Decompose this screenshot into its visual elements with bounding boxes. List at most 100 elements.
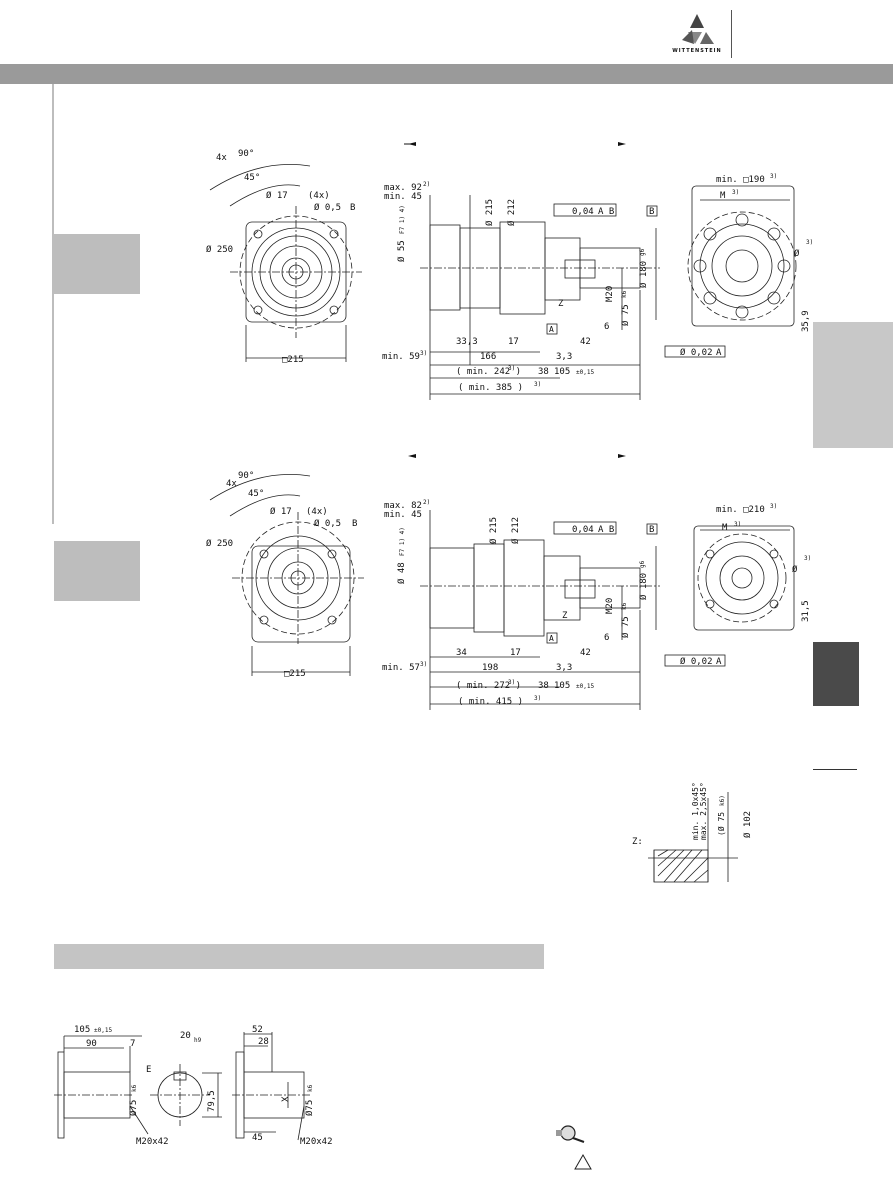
- side-tab-light[interactable]: [813, 322, 893, 448]
- d105: 105: [554, 681, 570, 691]
- left-rule: [52, 84, 54, 524]
- section-header-bar: [54, 944, 544, 969]
- shaft-option-b: 52 28 X Ø75 k6 45 M20x42: [232, 1025, 333, 1147]
- perp-ref: A: [716, 657, 722, 667]
- dia-180-tol: g6: [639, 248, 646, 256]
- d3-3: 3,3: [556, 352, 572, 362]
- brand-logo: [664, 10, 754, 62]
- m20: M20: [605, 598, 615, 614]
- shaft-a-d79-5: 79,5: [207, 1090, 217, 1112]
- shaft-a-d105: 105: [74, 1025, 90, 1035]
- min415-sup: 3): [534, 695, 541, 702]
- min-label: min. 45: [384, 510, 422, 520]
- position-ref: B: [352, 519, 357, 529]
- min190: min. □190: [716, 175, 765, 185]
- dia-212: Ø 212: [510, 517, 521, 544]
- max-label: max. 92: [384, 183, 422, 193]
- position-tol: Ø 0,5: [314, 518, 341, 529]
- m-sup: 3): [734, 521, 741, 528]
- shaft-b-x: X: [281, 1096, 291, 1102]
- d31-5: 31,5: [801, 600, 811, 622]
- dia-215: Ø 215: [484, 199, 495, 226]
- max-sup: 2): [423, 499, 430, 506]
- dia-75: Ø 75: [620, 616, 631, 638]
- d3-3: 3,3: [556, 663, 572, 673]
- detail-dia-102: Ø 102: [742, 811, 753, 838]
- warning-triangle-icon: [574, 1153, 592, 1170]
- datum-a: A: [549, 634, 554, 643]
- shaft-a-e: E: [146, 1065, 151, 1075]
- min272: ( min. 272 ): [456, 681, 521, 691]
- shaft-b-dia-75-tol: k6: [307, 1084, 314, 1092]
- shaft-a-d105-tol: ±0,15: [94, 1027, 112, 1034]
- min272-sup: 3): [508, 679, 515, 686]
- angle-90: 90°: [238, 471, 254, 481]
- pcd: Ø 250: [206, 538, 233, 549]
- drawing-a: 4x 90° 45° Ø 17 (4x) Ø 0,5 B Ø 250 □215 …: [206, 142, 813, 400]
- dia-215: Ø 215: [488, 517, 499, 544]
- d42: 42: [580, 648, 591, 658]
- z-label: Z: [562, 611, 568, 621]
- d166: 166: [480, 352, 496, 362]
- max-sup: 2): [423, 181, 430, 188]
- chamfer-min: min. 1,0x45°: [691, 782, 700, 840]
- hole-count: (4x): [308, 191, 330, 201]
- drawing-b: 4x 90° 45° Ø 17 (4x) Ø 0,5 B Ø 250 □215 …: [206, 454, 811, 710]
- d198: 198: [482, 663, 498, 673]
- side-tab-active[interactable]: [813, 642, 859, 706]
- header-divider: [731, 10, 732, 58]
- bore: Ø 48: [396, 562, 407, 584]
- detail-dia-75: (Ø 75: [716, 812, 726, 836]
- d17: 17: [508, 337, 519, 347]
- shaft-b-thread: M20x42: [300, 1137, 333, 1147]
- min-label: min. 45: [384, 192, 422, 202]
- datum-b: B: [649, 207, 654, 217]
- dia-180-tol: g6: [639, 560, 646, 568]
- d33: 33,3: [456, 337, 478, 347]
- angle-45: 45°: [244, 173, 260, 183]
- angle-4x: 4x: [226, 479, 237, 489]
- shaft-a-thread: M20x42: [136, 1137, 169, 1147]
- bore-tol: F7 1) 4): [399, 527, 406, 556]
- d105-tol: ±0,15: [576, 369, 594, 376]
- dia-75-tol: k6: [621, 602, 628, 610]
- d42: 42: [580, 337, 591, 347]
- d105-tol: ±0,15: [576, 683, 594, 690]
- min210: min. □210: [716, 505, 765, 515]
- pcd: Ø 250: [206, 244, 233, 255]
- detail-z-label: Z:: [632, 837, 643, 847]
- magnifier-icon: [556, 1125, 585, 1143]
- shaft-a-key: 20: [180, 1031, 191, 1041]
- perp-ref: A: [716, 348, 722, 358]
- runout-tol: 0,04: [572, 525, 594, 535]
- min385-sup: 3): [534, 381, 541, 388]
- perp-tol: Ø 0,02: [680, 347, 713, 358]
- d17: 17: [510, 648, 521, 658]
- position-tol: Ø 0,5: [314, 202, 341, 213]
- perp-tol: Ø 0,02: [680, 656, 713, 667]
- m-sup: 3): [732, 189, 739, 196]
- shaft-b-dia-75: Ø75: [304, 1100, 315, 1116]
- d105: 105: [554, 367, 570, 377]
- min190-sup: 3): [770, 173, 777, 180]
- top-bar: [0, 64, 893, 84]
- d6: 6: [604, 322, 609, 332]
- m20: M20: [605, 286, 615, 302]
- side-block-2: [54, 541, 140, 601]
- phi-label: Ø: [792, 564, 798, 575]
- dia-180: Ø 180: [638, 573, 649, 600]
- shaft-b-d52: 52: [252, 1025, 263, 1035]
- shaft-a-dia-75-tol: k6: [131, 1084, 138, 1092]
- shaft-option-a: 105 ±0,15 90 7 20 h9 E 79,5 Ø75 k6 M20x4…: [54, 1025, 222, 1147]
- side-tab-rule: [813, 769, 857, 770]
- bore: Ø 55: [396, 240, 407, 262]
- m-label: M: [722, 523, 728, 533]
- phi-sup: 3): [806, 239, 813, 246]
- phi-label: Ø: [794, 248, 800, 259]
- shaft-b-d28: 28: [258, 1037, 269, 1047]
- shaft-b-d45: 45: [252, 1133, 263, 1143]
- brand-name: WITTENSTEIN: [672, 48, 722, 54]
- dia-75: Ø 75: [620, 304, 631, 326]
- datum-b: B: [649, 525, 654, 535]
- d38: 38: [538, 367, 549, 377]
